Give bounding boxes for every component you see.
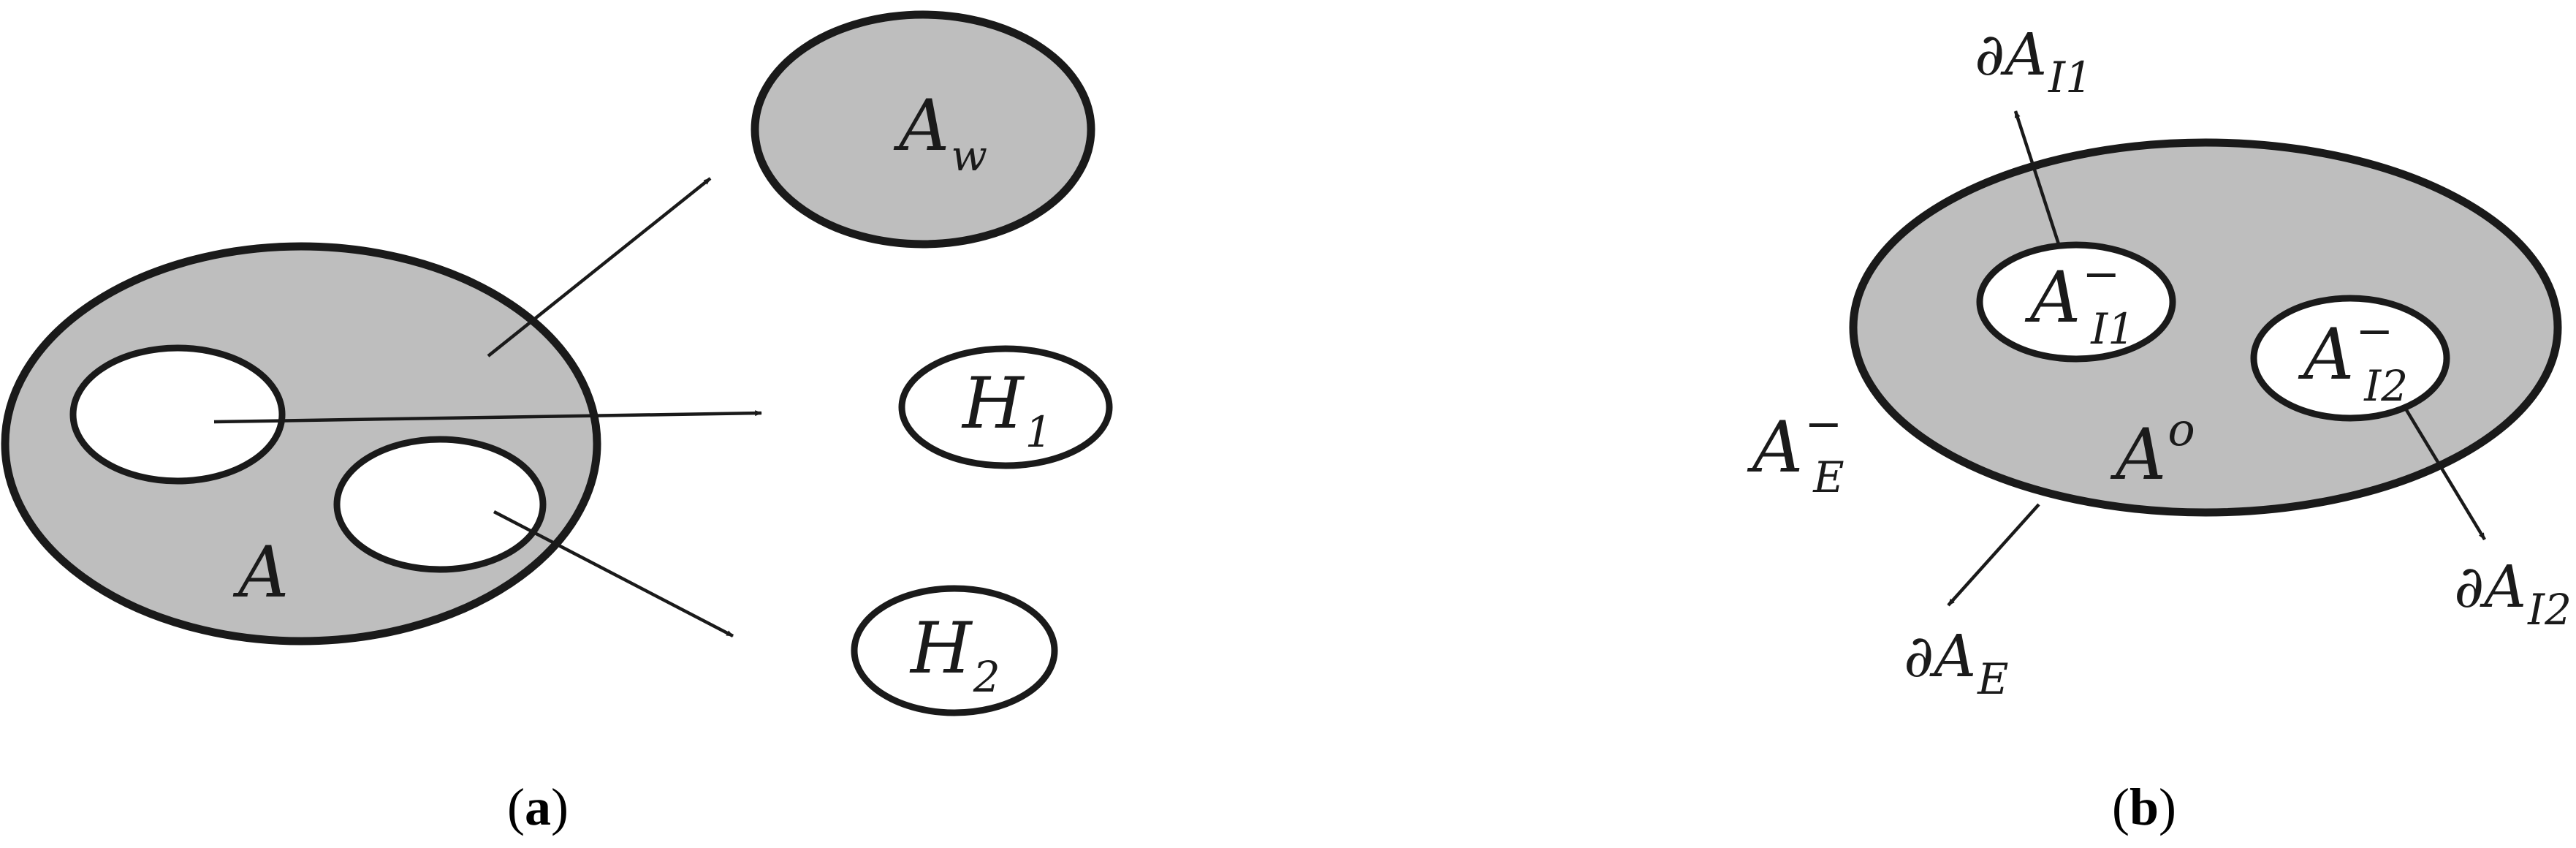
arrow-to-hole-2 [493, 510, 734, 637]
label-boundary-i2: ∂AI2 [2454, 553, 2572, 635]
region-a-hole-2 [333, 436, 547, 573]
panel-a: A Aw H1 H2 (a) [1, 10, 1113, 836]
label-hole-i2: A−I2 [2298, 304, 2408, 411]
label-hole-i1: A−I1 [2024, 247, 2135, 354]
outer-region-shape [751, 10, 1095, 249]
arrow-boundary-exterior [1947, 503, 2040, 607]
caption-b: (b) [2112, 778, 2176, 836]
label-hole-1: H1 [961, 363, 1052, 457]
hole-1-shape [898, 345, 1113, 469]
arrow-to-outer [487, 177, 712, 357]
label-hole-2: H2 [909, 607, 1000, 702]
label-exterior: A−E [1747, 397, 1844, 502]
interior-region-shape [1849, 138, 2562, 517]
hole-2-shape [851, 585, 1058, 716]
label-outer-region: Aw [893, 85, 987, 181]
hole-i2-shape [2250, 295, 2450, 422]
label-region-a: A [232, 531, 289, 613]
arrow-boundary-i1 [2013, 110, 2062, 249]
arrow-to-hole-1 [213, 410, 762, 424]
label-boundary-i1: ∂AI1 [1975, 20, 2092, 102]
label-interior: Ao [2110, 403, 2195, 496]
region-a-hole-1 [69, 344, 286, 485]
arrow-boundary-i2 [2403, 405, 2486, 541]
panel-b: Ao A−I1 A−I2 A−E ∂AI1 ∂AI2 ∂AE (b) [1747, 20, 2572, 836]
label-boundary-exterior: ∂AE [1904, 622, 2009, 704]
caption-a: (a) [507, 778, 569, 836]
hole-i1-shape [1976, 241, 2176, 363]
